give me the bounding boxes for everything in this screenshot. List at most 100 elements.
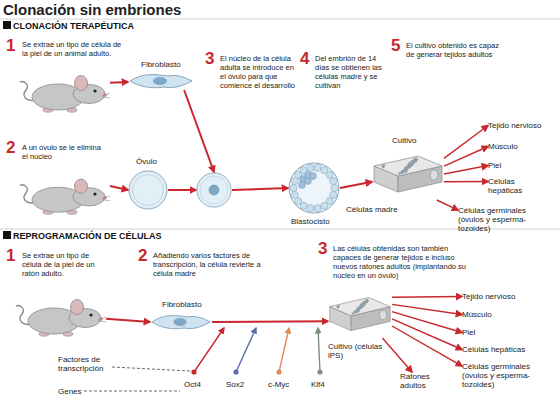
- dish-port: [380, 310, 387, 319]
- flow-arrow: [110, 81, 128, 84]
- cell-label: Fibroblasto: [162, 300, 222, 309]
- edge-label: Células madre: [346, 205, 408, 214]
- cell-body: [152, 316, 210, 329]
- factor-dot: [233, 369, 238, 374]
- cell-label: Óvulo: [136, 157, 176, 166]
- blastocyst-cell: [291, 191, 298, 198]
- blastocyst-label: Blastocisto: [291, 217, 351, 226]
- culture-dish-outline: [328, 290, 392, 338]
- blastocyst: 4Del embrión de 14 días se obtienen las …: [288, 162, 340, 214]
- section-bullet: [3, 231, 11, 239]
- tissue-label: Piel: [488, 161, 528, 170]
- tissue-text: Piel: [488, 161, 528, 170]
- blastocyst-cell: [321, 202, 328, 209]
- tissue-text: Ratones adultos: [400, 372, 440, 390]
- mouse-illustration: 2A un óvulo se le elimina el núcleo: [18, 170, 110, 216]
- diagram-title: Clonación sin embriones: [3, 1, 333, 18]
- step-text: Las células obtenidas son también capace…: [333, 244, 473, 280]
- section-bullet: [3, 21, 11, 29]
- cell-colony: [365, 299, 367, 301]
- cell-nucleus: [173, 318, 186, 326]
- cell-colony: [360, 303, 362, 305]
- step-number: 4: [300, 50, 309, 67]
- culture-dish: 5El cultivo obtenido es capaz de generar…: [372, 148, 444, 200]
- step-text: A un óvulo se le elimina el núcleo: [22, 143, 102, 161]
- step-text: El núcleo de la célula adulta se introdu…: [220, 54, 300, 90]
- blastocyst-cell: [307, 164, 314, 171]
- flow-arrow: [168, 189, 196, 191]
- flow-arrow: [392, 312, 462, 333]
- tissue-label: Células germinales (óvulos y esperma- to…: [458, 206, 538, 233]
- cell-colony: [351, 312, 353, 314]
- cell-colony: [357, 307, 359, 309]
- mouse-figure: [20, 179, 110, 214]
- step-number: 1: [6, 37, 15, 54]
- egg-cell-outline: [128, 170, 168, 210]
- flow-arrow: [340, 182, 372, 188]
- mouse-illustration: 1Se extrae un tipo de célula de la piel …: [18, 66, 110, 114]
- fibroblast-figure: [130, 75, 192, 88]
- fibroblast-figure: [152, 316, 210, 329]
- cell-colony: [381, 165, 383, 167]
- flow-arrow: [106, 319, 150, 322]
- culture-label: Cultivo (células iPS): [328, 342, 390, 360]
- mouse-whiskers: [98, 317, 106, 322]
- inner-cell-mass: [310, 173, 317, 180]
- flow-arrow: [392, 304, 462, 314]
- flow-arrow: [392, 326, 462, 366]
- mouse-whiskers: [102, 93, 110, 98]
- mouse-ear: [75, 76, 88, 91]
- egg-membrane: [197, 173, 231, 207]
- tissue-label: Músculo: [462, 310, 552, 319]
- factor-dot: [276, 369, 281, 374]
- tissue-text: Células germinales (óvulos y esperma- to…: [462, 362, 546, 389]
- egg-membrane: [129, 171, 167, 209]
- cell-colony: [401, 170, 403, 172]
- step-text: Se extrae un tipo de célula de la piel d…: [22, 251, 110, 278]
- tissue-text: Células hepáticas: [488, 177, 532, 195]
- tissue-label: Tejido nervioso: [462, 292, 552, 301]
- mouse-whiskers: [102, 196, 110, 201]
- blastocyst-cell: [314, 205, 321, 212]
- blastocyst-outline: [289, 163, 339, 213]
- culture-figure: [374, 156, 442, 192]
- step-number: 2: [138, 247, 147, 264]
- flow-arrow: [232, 188, 288, 190]
- egg-inner-ring: [200, 176, 228, 204]
- dish-port: [430, 170, 438, 180]
- tissue-text: Células hepáticas: [462, 345, 554, 354]
- tissue-label: Piel: [462, 328, 552, 337]
- egg-cell: 3El núcleo de la célula adulta se introd…: [196, 172, 232, 208]
- gene-name: Sox2: [226, 380, 256, 389]
- culture-dish: 3Las células obtenidas son también capac…: [328, 290, 392, 338]
- tissue-label: Ratones adultos: [400, 372, 440, 390]
- cell-colony: [362, 301, 364, 303]
- mouse-eye: [89, 313, 92, 316]
- tissue-label: Tejido nervioso: [488, 121, 558, 130]
- section-heading: CLONACIÓN TERAPÉUTICA: [13, 21, 213, 31]
- factor-dot: [191, 369, 196, 374]
- flow-arrow: [444, 166, 488, 175]
- blastocyst-outline: [288, 162, 340, 214]
- blastocyst-cell: [314, 164, 321, 171]
- cell-colony: [404, 166, 406, 168]
- mouse-figure: [16, 300, 106, 337]
- fibroblast-cell: Fibroblasto: [150, 313, 212, 331]
- cell-label: Fibroblasto: [141, 60, 201, 69]
- flow-arrow: [392, 319, 462, 350]
- flow-arrow: [444, 147, 488, 167]
- rule-line: [0, 19, 560, 20]
- blastocyst-figure: [289, 163, 339, 213]
- cell-nucleus: [209, 185, 219, 195]
- blastocyst-cell: [290, 184, 297, 191]
- tissue-text: Células germinales (óvulos y esperma- to…: [458, 206, 538, 233]
- blastocyst-cell: [331, 184, 338, 191]
- mouse-ear: [71, 300, 84, 315]
- egg-inner-ring: [133, 175, 164, 206]
- step-text: Se extrae un tipo de célula de la piel d…: [22, 40, 124, 58]
- inner-cell-mass: [299, 182, 306, 189]
- cell-colony: [411, 160, 413, 162]
- blastocyst-cell: [307, 205, 314, 212]
- fibroblast-cell-outline: [128, 72, 194, 90]
- genes-label: Genes: [58, 387, 88, 396]
